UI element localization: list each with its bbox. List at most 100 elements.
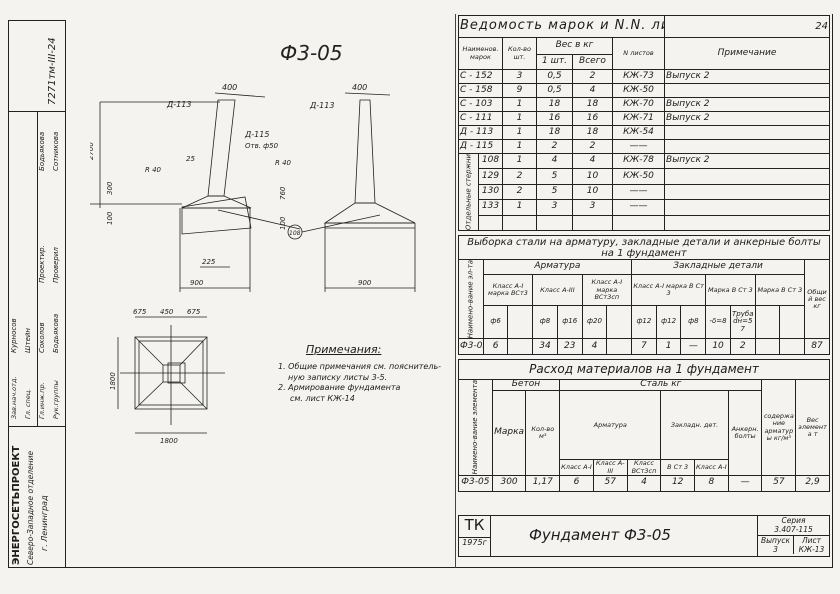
- year: 1975г: [462, 538, 487, 547]
- table-cell: 1: [502, 152, 537, 170]
- divider-line: [455, 14, 456, 568]
- table-cell: [606, 338, 633, 356]
- svg-text:R 40: R 40: [145, 166, 162, 174]
- table-cell: 2,9: [795, 474, 830, 492]
- svg-text:1800: 1800: [160, 437, 178, 445]
- table-cell: 129: [478, 168, 503, 185]
- table-cell: 300: [491, 474, 527, 492]
- elevation-view-1: [90, 92, 301, 292]
- table-cell: [507, 338, 534, 356]
- table-cell: С - 152: [458, 69, 503, 84]
- table-cell: 10: [705, 338, 731, 356]
- table-cell: ——: [611, 183, 666, 201]
- table-cell: [754, 305, 781, 340]
- table-cell: 23: [556, 338, 583, 356]
- svg-text:Отв. ф50: Отв. ф50: [245, 142, 279, 150]
- table-cell: 2: [502, 183, 537, 201]
- table-cell: [664, 139, 830, 154]
- table-cell: 3: [502, 69, 537, 84]
- series: 3.407-115: [774, 525, 813, 534]
- table-cell: Выпуск 2: [664, 97, 830, 112]
- note-line: ную записку листы 3-5.: [288, 372, 388, 382]
- table-title: Ведомость марок и N.N. листов: [457, 15, 666, 38]
- note-line: 1. Общие примечания см. пояснитель-: [278, 361, 442, 371]
- role: Гл.инж.пр.: [38, 382, 46, 419]
- table-cell: 57: [761, 474, 797, 492]
- name: Бодьякова: [38, 131, 46, 171]
- city: г. Ленинград: [40, 495, 49, 551]
- table-cell: 133: [478, 199, 503, 216]
- table-cell: 34: [532, 338, 558, 356]
- table-cell: 18: [536, 97, 573, 112]
- table-cell: [507, 305, 534, 340]
- table-cell: 2: [536, 139, 573, 154]
- svg-text:R 40: R 40: [275, 159, 292, 167]
- table-cell: КЖ-73: [611, 69, 666, 84]
- table-cell: ——: [611, 139, 666, 154]
- role: Проектир.: [38, 245, 46, 283]
- table-cell: Д - 115: [458, 139, 503, 154]
- table-cell: 57: [592, 474, 628, 492]
- notes-title: Примечания:: [306, 343, 382, 356]
- name: Соколов: [38, 322, 46, 353]
- table-cell: [664, 183, 830, 201]
- table-cell: ф8: [532, 305, 558, 340]
- table-cell: Класс А-I: [559, 459, 594, 476]
- table-cell: 9: [502, 83, 537, 98]
- table-cell: Отдельные стержни: [458, 153, 479, 231]
- note-line: 2. Армирование фундамента: [278, 383, 401, 393]
- table-cell: 130: [478, 183, 503, 201]
- table-cell: [754, 338, 781, 356]
- table-cell: ф6: [482, 305, 509, 340]
- svg-text:900: 900: [190, 279, 204, 287]
- elevation-view-2: [301, 92, 416, 292]
- note-line: см. лист КЖ-14: [290, 394, 355, 404]
- svg-text:25: 25: [186, 155, 195, 163]
- table-cell: [478, 214, 503, 232]
- plan-view: [117, 316, 225, 434]
- table-cell: КЖ-50: [611, 83, 666, 98]
- table-cell: С - 158: [458, 83, 503, 98]
- marks-table: Ведомость марок и N.N. листов24 Наименов…: [457, 15, 830, 232]
- table-cell: [664, 199, 830, 216]
- table-cell: Труба dн=57: [729, 305, 756, 340]
- role: Проверил: [52, 247, 60, 283]
- table-cell: [572, 214, 613, 232]
- org-name: ЭНЕРГОСЕТЬПРОЕКТ: [11, 445, 22, 565]
- table-cell: 4: [626, 474, 662, 492]
- table-cell: 10: [572, 183, 613, 201]
- svg-text:2700: 2700: [90, 142, 95, 160]
- svg-text:Д-113: Д-113: [166, 100, 191, 109]
- table-cell: 4: [572, 83, 613, 98]
- table-cell: Класс А-I: [694, 459, 729, 476]
- table-cell: Ф3-05: [458, 338, 484, 356]
- table-cell: [664, 83, 830, 98]
- table-cell: [779, 338, 806, 356]
- svg-text:1800: 1800: [109, 372, 117, 390]
- name: Сотникова: [52, 131, 60, 171]
- svg-text:400: 400: [352, 83, 367, 92]
- table-cell: В Ст 3: [660, 459, 696, 476]
- steel-selection-table: Выборка стали на арматуру, закладные дет…: [458, 235, 830, 356]
- table-cell: -δ=8: [705, 305, 731, 340]
- table-cell: 87: [804, 338, 830, 356]
- sheet-frame: [66, 14, 833, 568]
- table-cell: [502, 214, 537, 232]
- svg-text:100: 100: [279, 216, 287, 230]
- table-cell: 10: [572, 168, 613, 185]
- table-cell: 16: [536, 111, 573, 126]
- table-cell: Ф3-05: [458, 474, 493, 492]
- table-cell: 18: [572, 125, 613, 140]
- table-cell: Д - 113: [458, 125, 503, 140]
- table-cell: 1: [655, 338, 682, 356]
